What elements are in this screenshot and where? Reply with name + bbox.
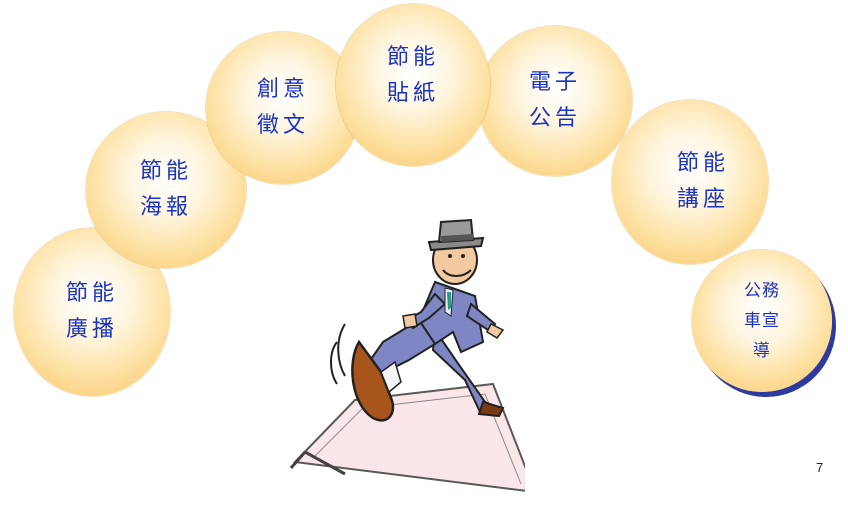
slide-title-fragment: [210, 0, 590, 2]
page-number: 7: [816, 460, 824, 475]
activity-label: 節能海報: [139, 159, 192, 220]
activity-label: 公務車宣導: [744, 281, 780, 361]
activity-bubble-essay: 創意徵文: [206, 32, 360, 184]
walking-man-illustration: [285, 212, 537, 498]
activity-bubble-lecture: 節能講座: [612, 100, 768, 264]
walking-man-icon: [289, 218, 537, 494]
activity-label: 創意徵文: [256, 77, 309, 138]
activity-label: 電子公告: [528, 70, 581, 131]
activity-label: 節能講座: [676, 151, 729, 212]
activity-label: 節能貼紙: [386, 45, 439, 106]
activity-label: 節能廣播: [65, 281, 118, 342]
activity-bubble-sticker: 節能貼紙: [336, 4, 490, 166]
activity-bubble-e-notice: 電子公告: [478, 26, 632, 176]
activity-bubble-vehicle-promotion: 公務車宣導: [692, 250, 832, 392]
